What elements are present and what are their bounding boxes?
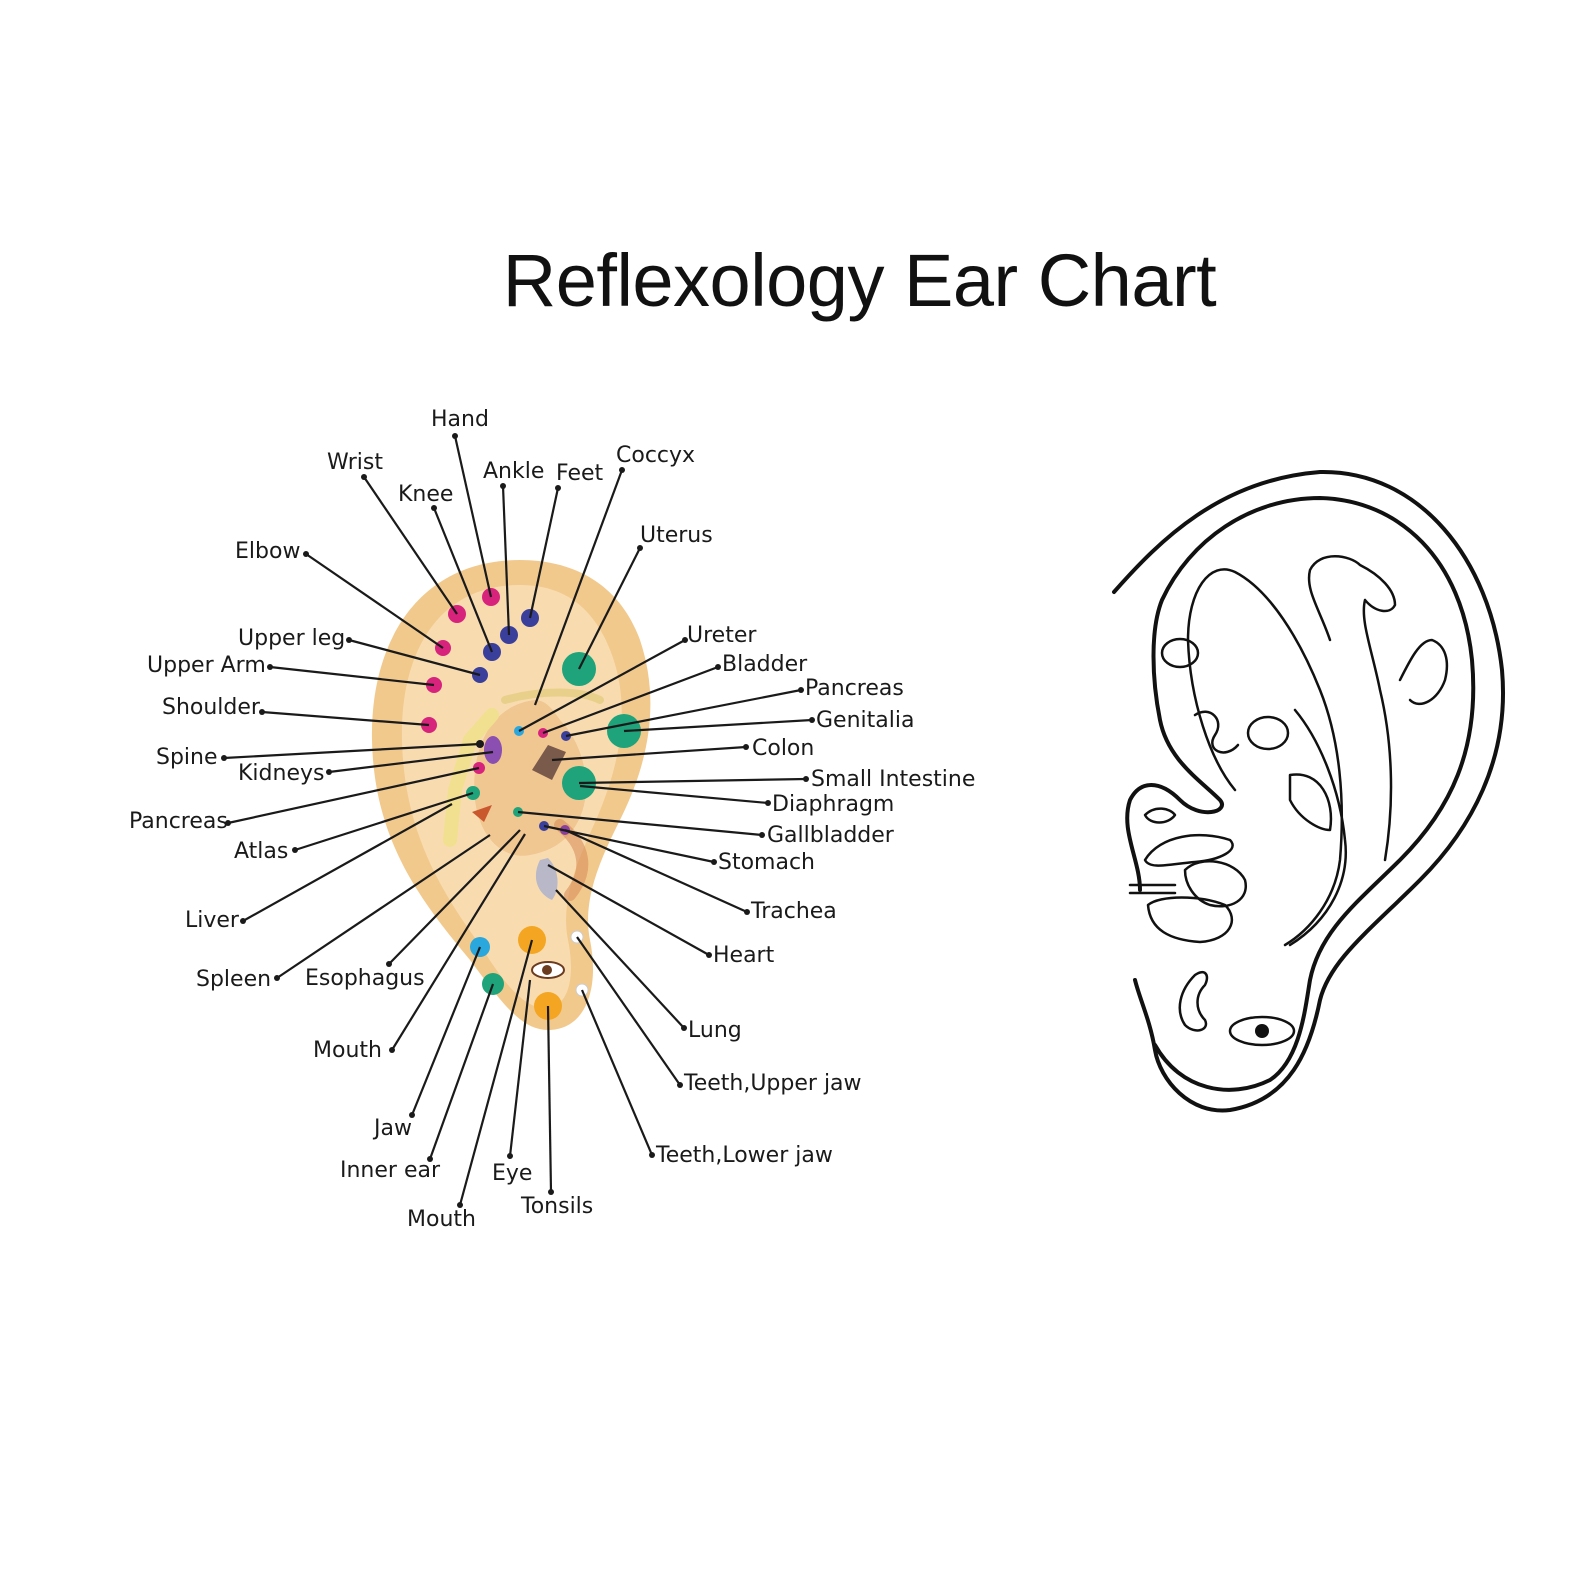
label-bladder: Bladder [722,652,808,677]
label-inner-ear: Inner ear [340,1158,441,1183]
outline-antihelix [1186,568,1344,947]
label-mouth-bottom: Mouth [407,1207,476,1232]
page-title: Reflexology Ear Chart [502,239,1217,322]
label-colon: Colon [752,736,814,761]
label-wrist: Wrist [327,450,383,475]
label-liver: Liver [185,908,240,933]
label-mouth-left: Mouth [313,1038,382,1063]
outline-ear-inner-helix [1125,496,1476,1092]
ear-helix-inner [501,688,604,704]
ear-spine-band [443,708,499,847]
label-spine: Spine [156,745,218,770]
label-upper-leg: Upper leg [238,626,345,651]
label-tonsils: Tonsils [520,1194,593,1219]
colored-ear-illustration [371,560,651,1030]
outline-antihelix-crus [1307,555,1397,862]
label-eye: Eye [492,1161,532,1186]
label-upper-arm: Upper Arm [147,653,266,678]
label-trachea: Trachea [750,899,837,924]
label-ankle: Ankle [483,459,544,484]
label-heart: Heart [713,943,775,968]
outline-eye-pupil [1255,1024,1269,1038]
label-pancreas-left: Pancreas [129,809,228,834]
labels: Hand Wrist Knee Ankle Feet Coccyx Uterus… [129,407,975,1232]
outline-heart [1183,860,1247,908]
label-small-intestine: Small Intestine [811,767,975,792]
liver-shape [472,805,492,822]
kidney-shape [484,736,502,764]
label-hand: Hand [431,407,489,432]
outline-lips [1143,807,1177,824]
outline-ear-helix [1112,469,1505,1113]
label-knee: Knee [398,482,453,507]
outline-mouth [1178,970,1209,1032]
leader-lines [221,433,815,1208]
label-pancreas-right: Pancreas [805,676,904,701]
label-uterus: Uterus [640,523,713,548]
outline-eye [1228,1015,1296,1047]
label-shoulder: Shoulder [162,695,261,720]
label-coccyx: Coccyx [616,443,695,468]
label-esophagus: Esophagus [305,966,425,991]
label-teeth-upper-jaw: Teeth,Upper jaw [683,1071,862,1096]
outline-trachea [1128,883,1177,895]
outline-hand-shape [1398,638,1449,706]
outline-intestine [1193,710,1240,754]
label-diaphragm: Diaphragm [772,792,894,817]
label-ureter: Ureter [687,623,757,648]
label-feet: Feet [556,461,604,486]
label-genitalia: Genitalia [816,708,914,733]
label-kidneys: Kidneys [238,761,324,786]
label-elbow: Elbow [235,539,300,564]
outlined-ear-illustration [1112,469,1505,1113]
label-teeth-lower-jaw: Teeth,Lower jaw [655,1143,833,1168]
label-lung: Lung [688,1018,742,1043]
label-spleen: Spleen [196,967,271,992]
outline-lung-top [1143,834,1234,867]
outline-kidney [1160,637,1200,669]
outline-liver [1288,773,1333,832]
outline-bladder [1246,715,1290,751]
eye-iris [542,965,552,975]
outline-lung-bottom [1146,896,1234,944]
label-jaw: Jaw [372,1116,412,1141]
label-atlas: Atlas [234,839,288,864]
label-stomach: Stomach [718,850,815,875]
colon-shape [532,745,566,780]
outline-spine-shape [1288,708,1347,947]
label-gallbladder: Gallbladder [767,823,895,848]
